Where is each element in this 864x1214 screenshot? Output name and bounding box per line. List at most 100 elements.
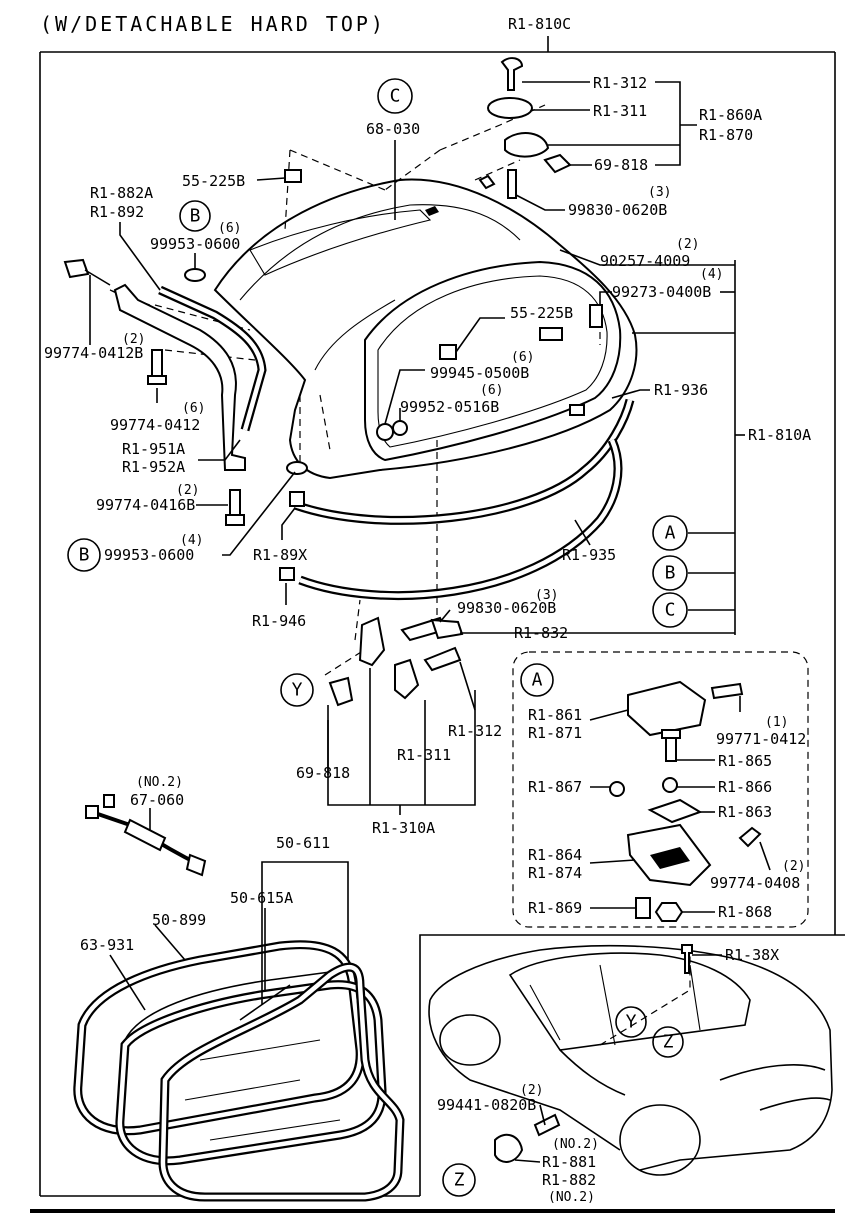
r1-832-clip — [430, 618, 464, 640]
label-r1-870: R1-870 — [699, 126, 753, 144]
callout-b-top-circle — [179, 200, 211, 232]
label-r1-311-top: R1-311 — [593, 102, 647, 120]
leader-99441 — [539, 1104, 546, 1126]
leader-r1-951a — [198, 439, 241, 461]
clip-55-225b-left — [284, 169, 302, 183]
label-99953-bottom: 99953-0600 — [104, 546, 194, 564]
label-r1-312-bot: R1-312 — [448, 722, 502, 740]
callout-a-right: A — [665, 523, 676, 544]
leader-99830-top — [515, 194, 565, 211]
hard-top-shell — [213, 178, 638, 480]
99952-grommet — [392, 420, 408, 436]
label-99273: 99273-0400B — [612, 283, 711, 301]
leader-90257 — [559, 249, 735, 266]
top-assembly-label: R1-810C — [508, 15, 571, 33]
label-r1-310a: R1-310A — [372, 819, 435, 837]
r1-936-end — [569, 404, 585, 416]
callout-y-left: Y — [292, 680, 303, 701]
label-68-030: 68-030 — [366, 120, 420, 138]
label-r1-935: R1-935 — [562, 546, 616, 564]
align-bracket — [154, 304, 256, 361]
label-90257: 90257-4009 — [600, 252, 690, 270]
leader-99830-mid — [439, 609, 451, 623]
label-99441-qty: (2) — [520, 1083, 543, 1098]
50-611-glass-inner — [160, 964, 403, 1200]
label-r1-832: R1-832 — [514, 624, 568, 642]
car-door — [559, 1049, 626, 1096]
rear-window-opening — [364, 260, 622, 462]
r1-869-bolt — [635, 897, 651, 919]
lower-latch-assembly — [327, 616, 476, 815]
label-r1-311-bot: R1-311 — [397, 746, 451, 764]
label-99830-top: 99830-0620B — [568, 201, 667, 219]
leader-r1-89x — [281, 507, 296, 540]
bolt-99774-0416b-head — [225, 514, 245, 526]
detail-a-frame — [512, 651, 809, 928]
label-99441: 99441-0820B — [437, 1096, 536, 1114]
top-latch-hardware — [478, 57, 572, 199]
r1-863-plate — [647, 798, 703, 824]
label-99774-0408: 99774-0408 — [710, 874, 800, 892]
callout-circles: C B B A B C Y A Y Z Z — [67, 78, 688, 1197]
label-99273-qty: (4) — [700, 267, 723, 282]
callout-b-right-circle — [652, 555, 688, 591]
callout-z-car-circle — [652, 1026, 684, 1058]
label-99952-qty: (6) — [480, 383, 503, 398]
r1-861-knob — [627, 680, 707, 737]
label-55-225b-mid: 55-225B — [510, 304, 573, 322]
leader-r1-881 — [514, 1159, 541, 1163]
leader-r1-864 — [589, 859, 636, 864]
label-67-060-qty: (NO.2) — [136, 775, 183, 790]
label-99774-0412-qty: (6) — [182, 401, 205, 416]
69-818-top-clip — [543, 153, 572, 174]
detail-a-parts — [609, 680, 762, 922]
label-r1-810a: R1-810A — [748, 426, 811, 444]
label-r1-869: R1-869 — [528, 899, 582, 917]
r1-38x-bolt — [681, 944, 693, 974]
67-060-coil — [123, 818, 167, 852]
washer-99953-top — [184, 268, 206, 282]
r1-865-head — [661, 729, 681, 739]
label-r1-952a: R1-952A — [122, 458, 185, 476]
label-r1-89x: R1-89X — [253, 546, 307, 564]
roof-rib — [249, 209, 432, 276]
r1-935-strip-inner — [299, 439, 621, 598]
label-r1-871: R1-871 — [528, 724, 582, 742]
callout-b-right: B — [665, 563, 676, 584]
r1-89x-clip — [289, 491, 305, 507]
label-r1-881: R1-881 — [542, 1153, 596, 1171]
label-99952: 99952-0516B — [400, 398, 499, 416]
label-r1-867: R1-867 — [528, 778, 582, 796]
leader-lines — [89, 81, 771, 1163]
label-r1-892: R1-892 — [90, 203, 144, 221]
callout-z-bottom: Z — [454, 1170, 465, 1191]
label-r1-866: R1-866 — [718, 778, 772, 796]
label-50-615a: 50-615A — [230, 889, 293, 907]
leader-r1-936 — [611, 389, 650, 399]
callout-c-top-circle — [377, 78, 413, 114]
callout-a-detail: A — [532, 670, 543, 691]
label-no2-a: (NO.2) — [552, 1137, 599, 1152]
harness — [85, 794, 207, 877]
r1-868-nut — [654, 902, 684, 922]
label-r1-936: R1-936 — [654, 381, 708, 399]
label-99945-qty: (6) — [511, 350, 534, 365]
leader-99273 — [599, 291, 612, 305]
99771-bolt — [710, 682, 744, 700]
car-front-wheel — [439, 1014, 501, 1066]
bolt-99774-0412-shank — [151, 349, 163, 379]
callout-z-bottom-circle — [442, 1163, 476, 1197]
callout-c-top: C — [390, 86, 401, 107]
leader-r1-882a — [119, 222, 161, 291]
leader-55-225b-mid — [455, 317, 505, 353]
label-99953-bottom-qty: (4) — [180, 533, 203, 548]
car-inset-frame — [419, 934, 845, 1196]
label-r1-865: R1-865 — [718, 752, 772, 770]
label-r1-864: R1-864 — [528, 846, 582, 864]
r1-311-top-cap — [487, 97, 533, 119]
align-car — [599, 955, 691, 1046]
99441-bolt — [533, 1113, 561, 1137]
label-99774-0412b-qty: (2) — [122, 332, 145, 347]
leader-r1-861 — [589, 709, 629, 721]
label-99953-top-qty: (6) — [218, 221, 241, 236]
